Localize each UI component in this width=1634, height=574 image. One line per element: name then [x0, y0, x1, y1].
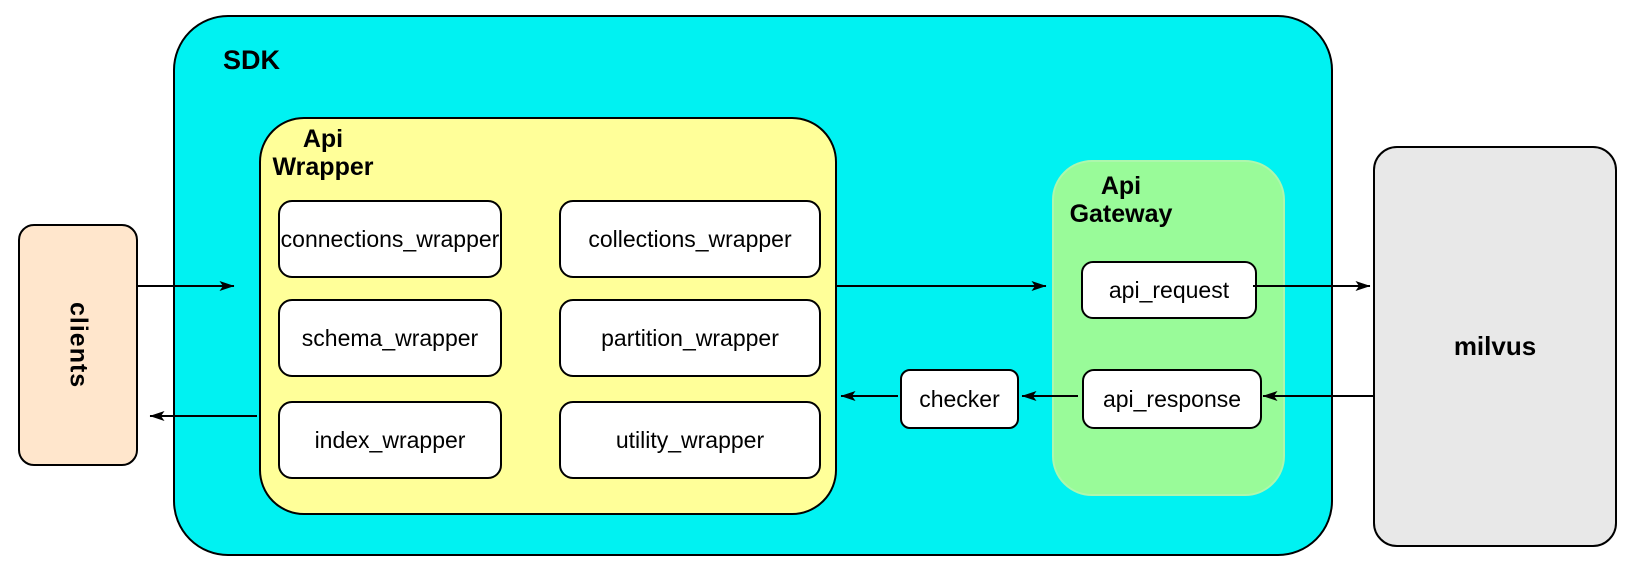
module-label: partition_wrapper: [601, 324, 779, 351]
api-wrapper-label-line2: Wrapper: [272, 153, 374, 181]
sdk-container: SDK Api Wrapper connections_wrapper coll…: [173, 15, 1333, 556]
module-label: connections_wrapper: [280, 225, 500, 252]
clients-label: clients: [64, 301, 93, 389]
api-gateway-label-line1: Api: [1100, 172, 1142, 200]
api-gateway-label: Api Gateway: [1054, 172, 1188, 228]
api-wrapper-box: Api Wrapper connections_wrapper collecti…: [259, 117, 837, 515]
module-box-partition-wrapper: partition_wrapper: [559, 299, 821, 377]
module-label: collections_wrapper: [588, 225, 792, 252]
module-label: schema_wrapper: [301, 324, 479, 351]
api-gateway-box: Api Gateway api_request api_response: [1052, 160, 1285, 496]
api-request-label: api_request: [1108, 276, 1230, 303]
module-box-collections-wrapper: collections_wrapper: [559, 200, 821, 278]
api-response-label: api_response: [1102, 385, 1242, 412]
api-wrapper-label: Api Wrapper: [269, 125, 377, 181]
milvus-box: milvus: [1373, 146, 1617, 547]
module-box-connections-wrapper: connections_wrapper: [278, 200, 502, 278]
checker-box: checker: [900, 369, 1019, 429]
sdk-label: SDK: [223, 45, 281, 75]
clients-box: clients: [18, 224, 138, 466]
checker-label: checker: [919, 385, 1000, 412]
module-label: index_wrapper: [314, 426, 466, 453]
module-box-index-wrapper: index_wrapper: [278, 401, 502, 479]
module-label: utility_wrapper: [615, 426, 765, 453]
api-response-box: api_response: [1082, 369, 1262, 429]
api-wrapper-label-line1: Api: [302, 125, 344, 153]
module-box-schema-wrapper: schema_wrapper: [278, 299, 502, 377]
api-gateway-label-line2: Gateway: [1069, 200, 1173, 228]
milvus-label: milvus: [1453, 331, 1537, 361]
api-request-box: api_request: [1081, 261, 1257, 319]
module-box-utility-wrapper: utility_wrapper: [559, 401, 821, 479]
